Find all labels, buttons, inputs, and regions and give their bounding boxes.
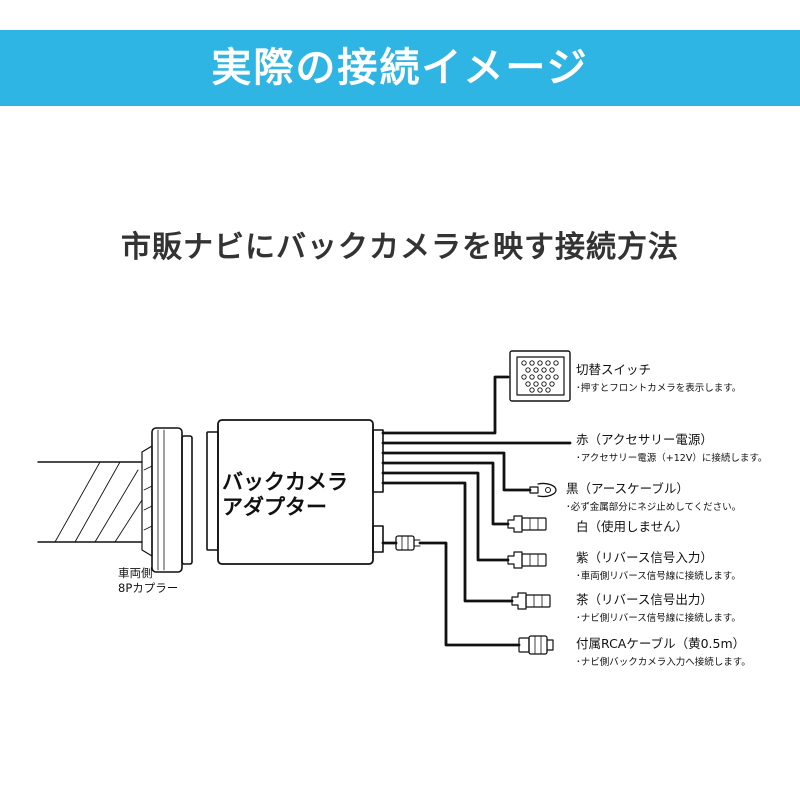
white-wire-label-title: 白（使用しません） (576, 519, 689, 534)
switch-icon (509, 350, 571, 402)
coupler-label: 車両側 8Pカプラー (118, 566, 178, 596)
rca-plug-icon (518, 635, 554, 655)
brown-wire-label: 茶（リバース信号出力） ･ナビ側リバース信号線に接続します。 (576, 589, 741, 624)
adapter-label-line2: アダプター (222, 495, 327, 519)
rca-cable (381, 541, 521, 647)
connector-white-icon (507, 515, 547, 533)
switch-label-note: ･押すとフロントカメラを表示します。 (576, 383, 742, 394)
coupler-label-line2: 8Pカプラー (118, 581, 179, 595)
white-wire (381, 461, 510, 526)
rca-cable-label-note: ･ナビ側バックカメラ入力へ接続します。 (576, 657, 751, 668)
ring-terminal-icon (529, 482, 557, 498)
black-wire (381, 451, 532, 492)
coupler-label-line1: 車両側 (118, 566, 153, 580)
black-wire-label-note: ･必ず金属部分にネジ止めしてください。 (566, 502, 742, 513)
rca-cable-label: 付属RCAケーブル（黄0.5m） ･ナビ側バックカメラ入力へ接続します。 (576, 633, 751, 668)
red-wire-label-title: 赤（アクセサリー電源） (576, 432, 713, 447)
red-wire-label-note: ･アクセサリー電源（+12V）に接続します。 (576, 453, 768, 464)
purple-wire-label-title: 紫（リバース信号入力） (576, 550, 713, 565)
red-wire-label: 赤（アクセサリー電源） ･アクセサリー電源（+12V）に接続します。 (576, 429, 767, 464)
adapter-label: バックカメラ アダプター (222, 470, 348, 520)
adapter-label-line1: バックカメラ (222, 470, 348, 494)
vehicle-harness (37, 461, 143, 543)
rca-plug-adapter-icon (395, 535, 421, 551)
diagram-subtitle: 市販ナビにバックカメラを映す接続方法 (121, 230, 679, 265)
rca-cable-label-title: 付属RCAケーブル（黄0.5m） (576, 636, 746, 651)
switch-wire (381, 375, 510, 435)
white-wire-label: 白（使用しません） (576, 516, 688, 535)
brown-wire-label-title: 茶（リバース信号出力） (576, 592, 713, 607)
purple-wire-label: 紫（リバース信号入力） ･車両側リバース信号線に接続します。 (576, 547, 741, 582)
connector-brown-icon (511, 592, 551, 610)
connector-purple-icon (507, 551, 547, 569)
switch-label: 切替スイッチ ･押すとフロントカメラを表示します。 (576, 359, 741, 394)
coupler-8p (141, 427, 193, 573)
switch-label-title: 切替スイッチ (576, 362, 652, 377)
page-title: 実際の接続イメージ (211, 45, 589, 91)
black-wire-label: 黒（アースケーブル） ･必ず金属部分にネジ止めしてください。 (566, 478, 741, 513)
black-wire-label-title: 黒（アースケーブル） (566, 481, 689, 496)
header-banner: 実際の接続イメージ (0, 30, 800, 106)
brown-wire (381, 481, 514, 603)
brown-wire-label-note: ･ナビ側リバース信号線に接続します。 (576, 613, 741, 624)
adapter-box (206, 419, 384, 565)
purple-wire-label-note: ･車両側リバース信号線に接続します。 (576, 571, 741, 582)
purple-wire (381, 471, 510, 562)
